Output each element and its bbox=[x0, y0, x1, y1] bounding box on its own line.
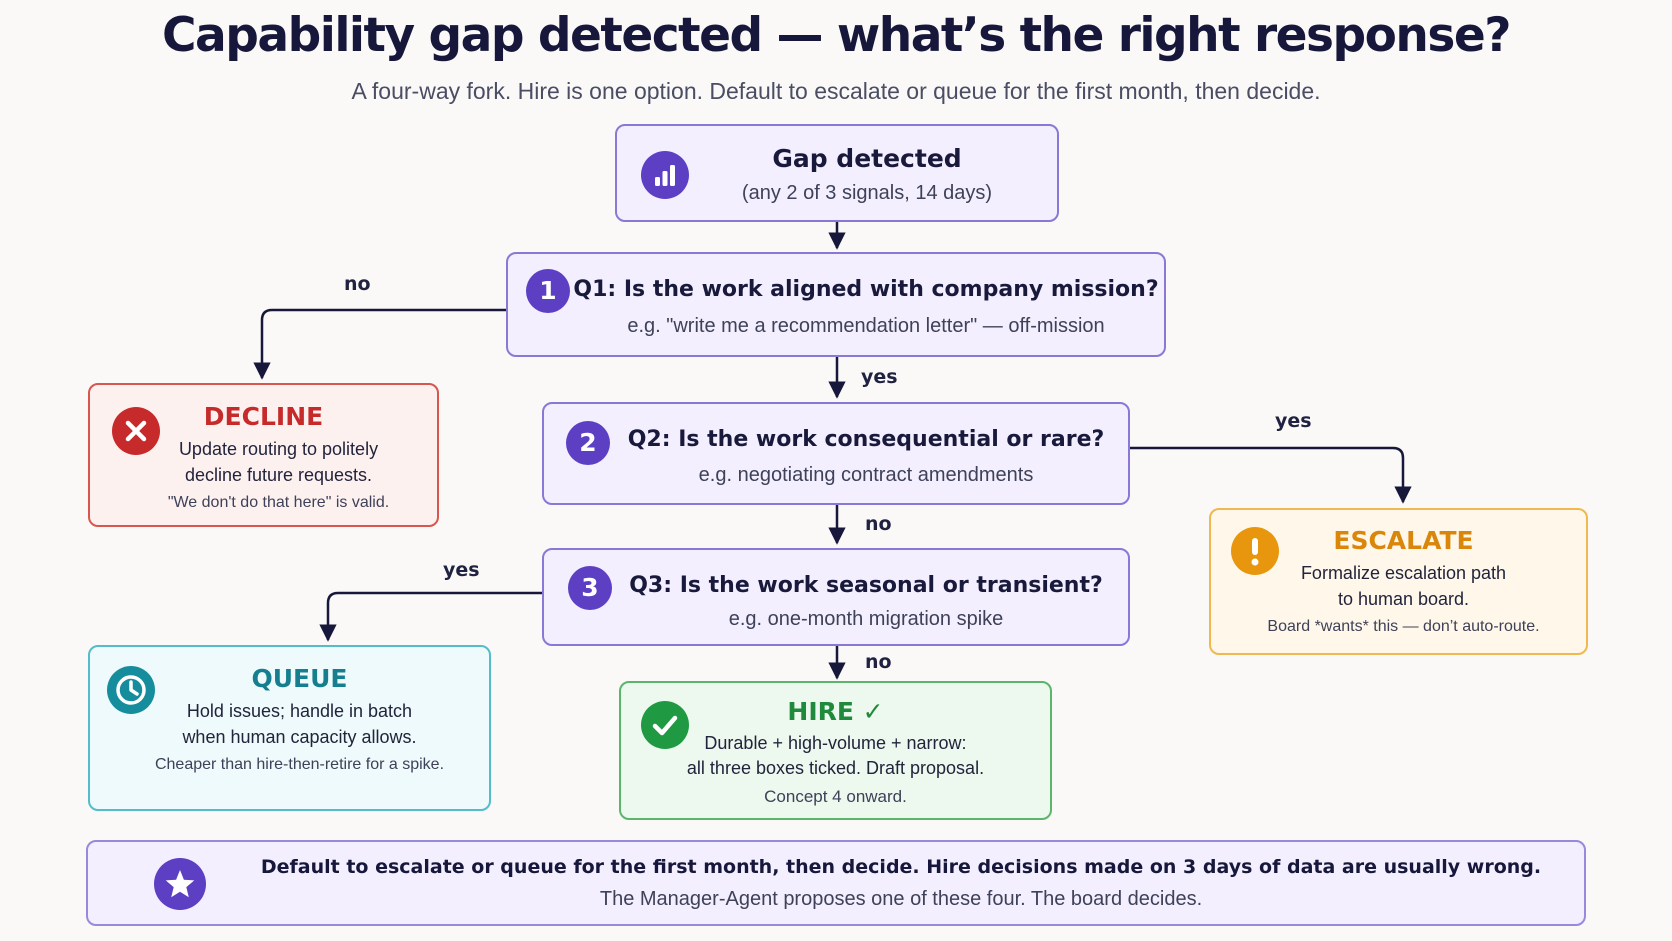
escalate-title: ESCALATE bbox=[1333, 526, 1474, 555]
question-2-example: e.g. negotiating contract amendments bbox=[698, 464, 1034, 486]
footer-main-text: Default to escalate or queue for the fir… bbox=[260, 856, 1542, 878]
queue-line-2: when human capacity allows. bbox=[182, 727, 417, 747]
page-title: Capability gap detected — what’s the rig… bbox=[162, 8, 1512, 63]
question-1-node: 1 Q1: Is the work aligned with company m… bbox=[506, 252, 1166, 357]
start-subtitle: (any 2 of 3 signals, 14 days) bbox=[741, 182, 993, 204]
queue-note: Cheaper than hire-then-retire for a spik… bbox=[154, 756, 445, 773]
decline-line-2: decline future requests. bbox=[184, 465, 373, 485]
decline-title: DECLINE bbox=[203, 402, 324, 431]
footer-callout: Default to escalate or queue for the fir… bbox=[86, 840, 1586, 926]
question-1-example: e.g. "write me a recommendation letter" … bbox=[627, 315, 1105, 337]
decline-line-1: Update routing to politely bbox=[178, 439, 379, 459]
edge-label-q3-no: no bbox=[865, 651, 892, 673]
step-number-2: 2 bbox=[566, 421, 610, 465]
question-2-title: Q2: Is the work consequential or rare? bbox=[627, 427, 1105, 452]
escalate-line-2: to human board. bbox=[1337, 589, 1470, 609]
queue-title: QUEUE bbox=[251, 664, 348, 693]
edge-label-q3-yes: yes bbox=[443, 559, 480, 581]
escalate-outcome: ESCALATE Formalize escalation path to hu… bbox=[1209, 508, 1588, 655]
hire-title: HIRE ✓ bbox=[787, 697, 884, 726]
edge-label-q1-no: no bbox=[344, 273, 371, 295]
clock-icon bbox=[107, 666, 155, 714]
decline-outcome: DECLINE Update routing to politely decli… bbox=[88, 383, 439, 527]
hire-line-2: all three boxes ticked. Draft proposal. bbox=[686, 758, 985, 778]
escalate-line-1: Formalize escalation path bbox=[1300, 563, 1507, 583]
hire-outcome: HIRE ✓ Durable + high-volume + narrow: a… bbox=[619, 681, 1052, 820]
question-2-node: 2 Q2: Is the work consequential or rare?… bbox=[542, 402, 1130, 505]
question-1-title: Q1: Is the work aligned with company mis… bbox=[573, 277, 1159, 302]
start-title: Gap detected bbox=[772, 144, 962, 173]
question-3-node: 3 Q3: Is the work seasonal or transient?… bbox=[542, 548, 1130, 646]
start-node: Gap detected (any 2 of 3 signals, 14 day… bbox=[615, 124, 1059, 222]
edge-label-q2-no: no bbox=[865, 513, 892, 535]
check-circle-icon bbox=[641, 701, 689, 749]
bar-chart-icon bbox=[641, 151, 689, 199]
edge-label-q2-yes: yes bbox=[1275, 410, 1312, 432]
page-subtitle: A four-way fork. Hire is one option. Def… bbox=[351, 78, 1321, 104]
queue-outcome: QUEUE Hold issues; handle in batch when … bbox=[88, 645, 491, 811]
arrow-q3-yes bbox=[319, 591, 543, 642]
escalate-note: Board *wants* this — don’t auto-route. bbox=[1267, 618, 1540, 635]
footer-sub-text: The Manager-Agent proposes one of these … bbox=[599, 888, 1203, 910]
x-circle-icon bbox=[112, 407, 160, 455]
arrow-q1-no bbox=[253, 308, 506, 380]
hire-note: Concept 4 onward. bbox=[764, 787, 907, 806]
question-3-example: e.g. one-month migration spike bbox=[728, 608, 1004, 630]
arrow-q2-yes bbox=[1130, 446, 1412, 504]
queue-line-1: Hold issues; handle in batch bbox=[186, 701, 413, 721]
step-number-1: 1 bbox=[526, 269, 570, 313]
decline-note: "We don't do that here" is valid. bbox=[167, 494, 390, 511]
edge-label-q1-yes: yes bbox=[861, 366, 898, 388]
star-icon bbox=[154, 858, 206, 910]
exclamation-icon bbox=[1231, 527, 1279, 575]
hire-line-1: Durable + high-volume + narrow: bbox=[704, 733, 967, 753]
question-3-title: Q3: Is the work seasonal or transient? bbox=[629, 573, 1103, 598]
step-number-3: 3 bbox=[568, 566, 612, 610]
